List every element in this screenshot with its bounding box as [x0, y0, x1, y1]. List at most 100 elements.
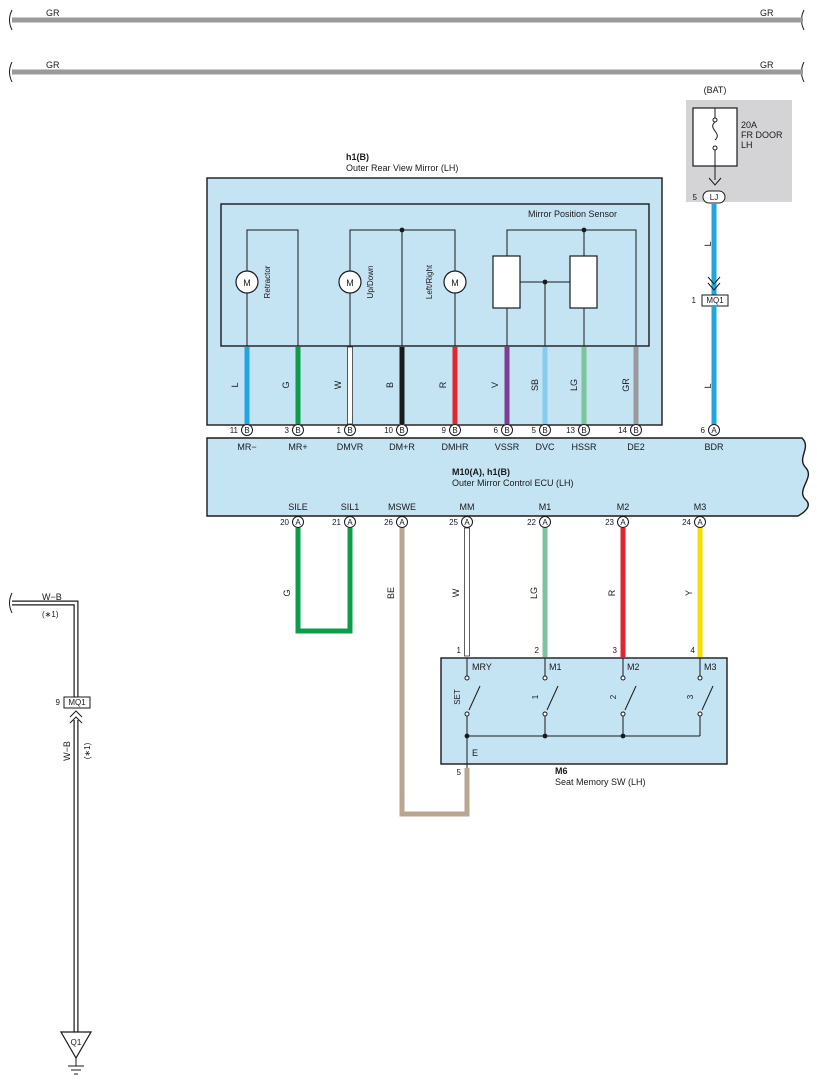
- signal-mr-minus: MR−: [237, 442, 256, 452]
- mirror-code: h1(B): [346, 152, 369, 162]
- fuse-block: (BAT) 20A FR DOOR LH LJ 5: [686, 85, 792, 204]
- pin-conn-m1: A: [542, 518, 548, 527]
- mirror-inner-frame: [220, 203, 650, 347]
- seat-sw-label-mry: MRY: [472, 662, 492, 672]
- top-wire-1: GR GR: [9, 8, 805, 31]
- pin-conn-de2: B: [633, 426, 638, 435]
- motor-icon-leftright: [443, 270, 467, 294]
- sensor-resistor-horizontal: [569, 255, 598, 309]
- ground-wire-color-top: W−B: [42, 592, 62, 602]
- seat-sw-label-m1: M1: [549, 662, 562, 672]
- switch-label-1: 1: [531, 694, 540, 699]
- top-wire-2-left-label: GR: [46, 60, 60, 70]
- pin-conn-m2: A: [620, 518, 626, 527]
- pin-no-dmvr: 1: [337, 426, 342, 435]
- top-wire-1-right-label: GR: [760, 8, 774, 18]
- seat-sw-pin-2: 2: [535, 646, 540, 655]
- mirror-wire-color-6: V: [490, 382, 500, 388]
- switch-3-blade: [701, 685, 714, 711]
- pin-no-dvc: 5: [532, 426, 537, 435]
- pin-conn-mm: A: [464, 518, 470, 527]
- splice-mq1-left-pin: 9: [56, 698, 61, 707]
- pin-no-dm-plus-r: 10: [384, 426, 393, 435]
- mirror-wire-color-9: GR: [621, 378, 631, 392]
- pin-conn-bdr: A: [711, 426, 717, 435]
- seat-sw-name: Seat Memory SW (LH): [555, 777, 646, 787]
- pin-no-de2: 14: [618, 426, 627, 435]
- splice-mq1-top-pin: 1: [692, 296, 697, 305]
- signal-m2: M2: [617, 502, 630, 512]
- connector-chevron-icon: [708, 177, 722, 186]
- fuse-name-line2: LH: [741, 140, 753, 150]
- pin-no-sil1: 21: [332, 518, 341, 527]
- pin-no-m1: 22: [527, 518, 536, 527]
- wire-color-mswe: BE: [386, 587, 396, 599]
- seat-sw-ground-pin: 5: [457, 768, 462, 777]
- signal-dm-plus-r: DM+R: [389, 442, 415, 452]
- pin-no-mswe: 26: [384, 518, 393, 527]
- signal-dmvr: DMVR: [337, 442, 364, 452]
- mirror-wire-color-5: R: [438, 381, 448, 388]
- signal-mm: MM: [460, 502, 475, 512]
- switch-2-blade: [624, 685, 637, 711]
- signal-m3: M3: [694, 502, 707, 512]
- splice-mq1-left-label: MQ1: [68, 698, 86, 707]
- mirror-wire-color-4: B: [385, 382, 395, 388]
- signal-m1: M1: [539, 502, 552, 512]
- bdr-wire-color-lower: L: [703, 383, 713, 388]
- signal-mr-plus: MR+: [288, 442, 307, 452]
- signal-sile: SILE: [288, 502, 308, 512]
- pin-conn-mr-plus: B: [295, 426, 300, 435]
- ecu-name: Outer Mirror Control ECU (LH): [452, 478, 574, 488]
- pin-conn-dm-plus-r: B: [399, 426, 404, 435]
- mirror-wire-color-2: G: [281, 381, 291, 388]
- wire-color-m2: R: [607, 589, 617, 596]
- motor-label-updown: Up/Down: [366, 266, 375, 299]
- pin-conn-m3: A: [697, 518, 703, 527]
- pin-no-sile: 20: [280, 518, 289, 527]
- motor-glyph-retractor: M: [243, 278, 251, 288]
- bdr-wire: L MQ1 1 L: [692, 203, 729, 426]
- ground-wire: W−B (∗1) MQ1 9 W−B (∗1) Q1: [9, 592, 93, 1075]
- pin-conn-dmvr: B: [347, 426, 352, 435]
- mirror-wire-color-1: L: [230, 382, 240, 387]
- ground-symbol-icon: [59, 1031, 93, 1060]
- signal-bdr: BDR: [704, 442, 724, 452]
- seat-sw-code: M6: [555, 766, 568, 776]
- ecu-housing: [206, 437, 809, 517]
- ground-wire-note-top: (∗1): [42, 610, 59, 619]
- seat-sw-pin-4: 4: [691, 646, 696, 655]
- splice-chevron-icon-3: [69, 710, 83, 718]
- ecu-bottom-harness: G BE W LG R Y A 20 A 21 A 26 A 25 A 22 A…: [280, 516, 706, 817]
- outer-mirror-control-ecu: M10(A), h1(B) Outer Mirror Control ECU (…: [206, 424, 809, 517]
- seat-sw-pin-1: 1: [457, 646, 462, 655]
- pin-conn-mr-minus: B: [244, 426, 249, 435]
- seat-sw-housing: [440, 657, 728, 765]
- pin-conn-sil1: A: [347, 518, 353, 527]
- pin-no-bdr: 6: [701, 426, 706, 435]
- pin-conn-sile: A: [295, 518, 301, 527]
- pin-conn-hssr: B: [581, 426, 586, 435]
- pin-no-m3: 24: [682, 518, 691, 527]
- signal-dvc: DVC: [535, 442, 555, 452]
- wire-color-sile: G: [282, 589, 292, 596]
- pin-no-mr-minus: 11: [230, 426, 239, 435]
- seat-sw-pin-3: 3: [613, 646, 618, 655]
- fuse-rating: 20A: [741, 120, 757, 130]
- mirror-name: Outer Rear View Mirror (LH): [346, 163, 458, 173]
- wire-color-m1: LG: [529, 587, 539, 599]
- fuse-pin-number: 5: [693, 193, 698, 202]
- splice-chevron-icon-4: [69, 716, 83, 724]
- ground-label: Q1: [71, 1038, 82, 1047]
- pin-conn-mswe: A: [399, 518, 405, 527]
- seat-memory-switch: 1 2 3 4 MRY M1 M2 M3 SET 1 2 3: [440, 646, 728, 787]
- mirror-wire-color-3: W: [333, 380, 343, 389]
- wire-color-mm: W: [451, 588, 461, 597]
- fuse-source-label: (BAT): [704, 85, 727, 95]
- signal-dmhr: DMHR: [442, 442, 469, 452]
- signal-mswe: MSWE: [388, 502, 416, 512]
- motor-icon-updown: [338, 270, 362, 294]
- splice-mq1-top-label: MQ1: [706, 296, 724, 305]
- mirror-harness: L G W B R V SB LG GR: [230, 346, 639, 425]
- fuse-connector-label: LJ: [710, 193, 718, 202]
